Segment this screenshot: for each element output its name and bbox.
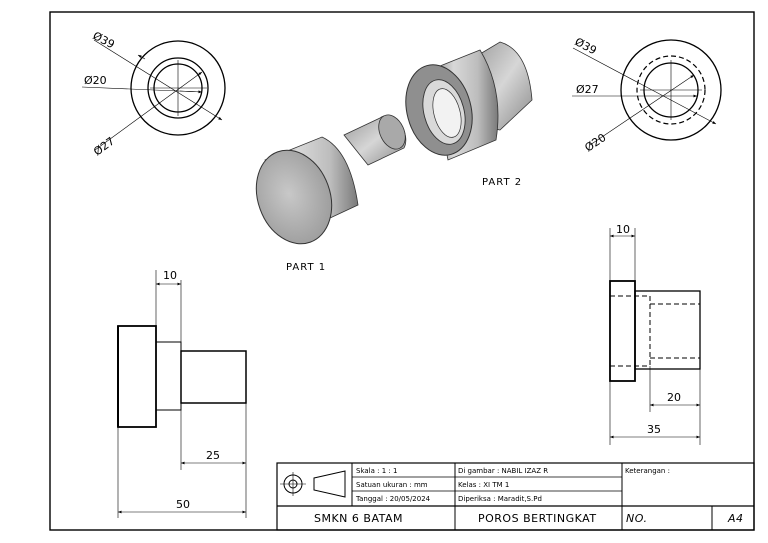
tb-date: Tanggal : 20/05/2024 bbox=[355, 495, 431, 503]
tb-class: Kelas : XI TM 1 bbox=[458, 481, 509, 489]
dim-outer-diameter-tr: Ø39 bbox=[573, 35, 599, 57]
label-part2: PART 2 bbox=[482, 177, 522, 188]
dim-mid-diameter-tr: Ø27 bbox=[576, 83, 599, 96]
tb-paper: A4 bbox=[727, 512, 744, 525]
isometric-part1: PART 1 bbox=[255, 114, 407, 273]
tb-no-label: NO. bbox=[626, 512, 647, 525]
front-view-part2: Ø39 Ø27 Ø20 bbox=[572, 35, 722, 154]
dim-right-bottom: 35 bbox=[647, 423, 661, 436]
front-view-part1: Ø39 Ø20 Ø27 bbox=[81, 29, 226, 159]
tb-title: POROS BERTINGKAT bbox=[478, 512, 597, 525]
tb-notes-label: Keterangan : bbox=[625, 467, 670, 475]
title-block: Skala : 1 : 1 Satuan ukuran : mm Tanggal… bbox=[276, 462, 755, 531]
dim-left-bottom: 50 bbox=[176, 498, 190, 511]
tb-drawn-by: Di gambar : NABIL IZAZ R bbox=[458, 467, 548, 475]
dim-mid-diameter-tl: Ø27 bbox=[91, 135, 117, 159]
tb-school: SMKN 6 BATAM bbox=[314, 512, 403, 525]
dim-inner-diameter-tr: Ø20 bbox=[582, 131, 608, 154]
tb-unit: Satuan ukuran : mm bbox=[356, 481, 428, 489]
dim-right-top: 10 bbox=[616, 223, 630, 236]
tb-checked-by: Diperiksa : Maradit,S.Pd bbox=[458, 495, 542, 503]
dim-left-mid: 25 bbox=[206, 449, 220, 462]
isometric-part2: PART 2 bbox=[405, 41, 533, 188]
dim-outer-diameter-tl: Ø39 bbox=[91, 29, 117, 51]
tb-scale: Skala : 1 : 1 bbox=[356, 467, 397, 475]
label-part1: PART 1 bbox=[286, 262, 326, 273]
side-view-part2: 10 20 35 bbox=[609, 223, 701, 445]
side-view-part1: 10 25 50 bbox=[117, 269, 247, 518]
dim-right-mid: 20 bbox=[667, 391, 681, 404]
projection-symbol-icon bbox=[280, 470, 346, 498]
dim-inner-diameter-tl: Ø20 bbox=[84, 74, 107, 87]
dim-left-top: 10 bbox=[163, 269, 177, 282]
